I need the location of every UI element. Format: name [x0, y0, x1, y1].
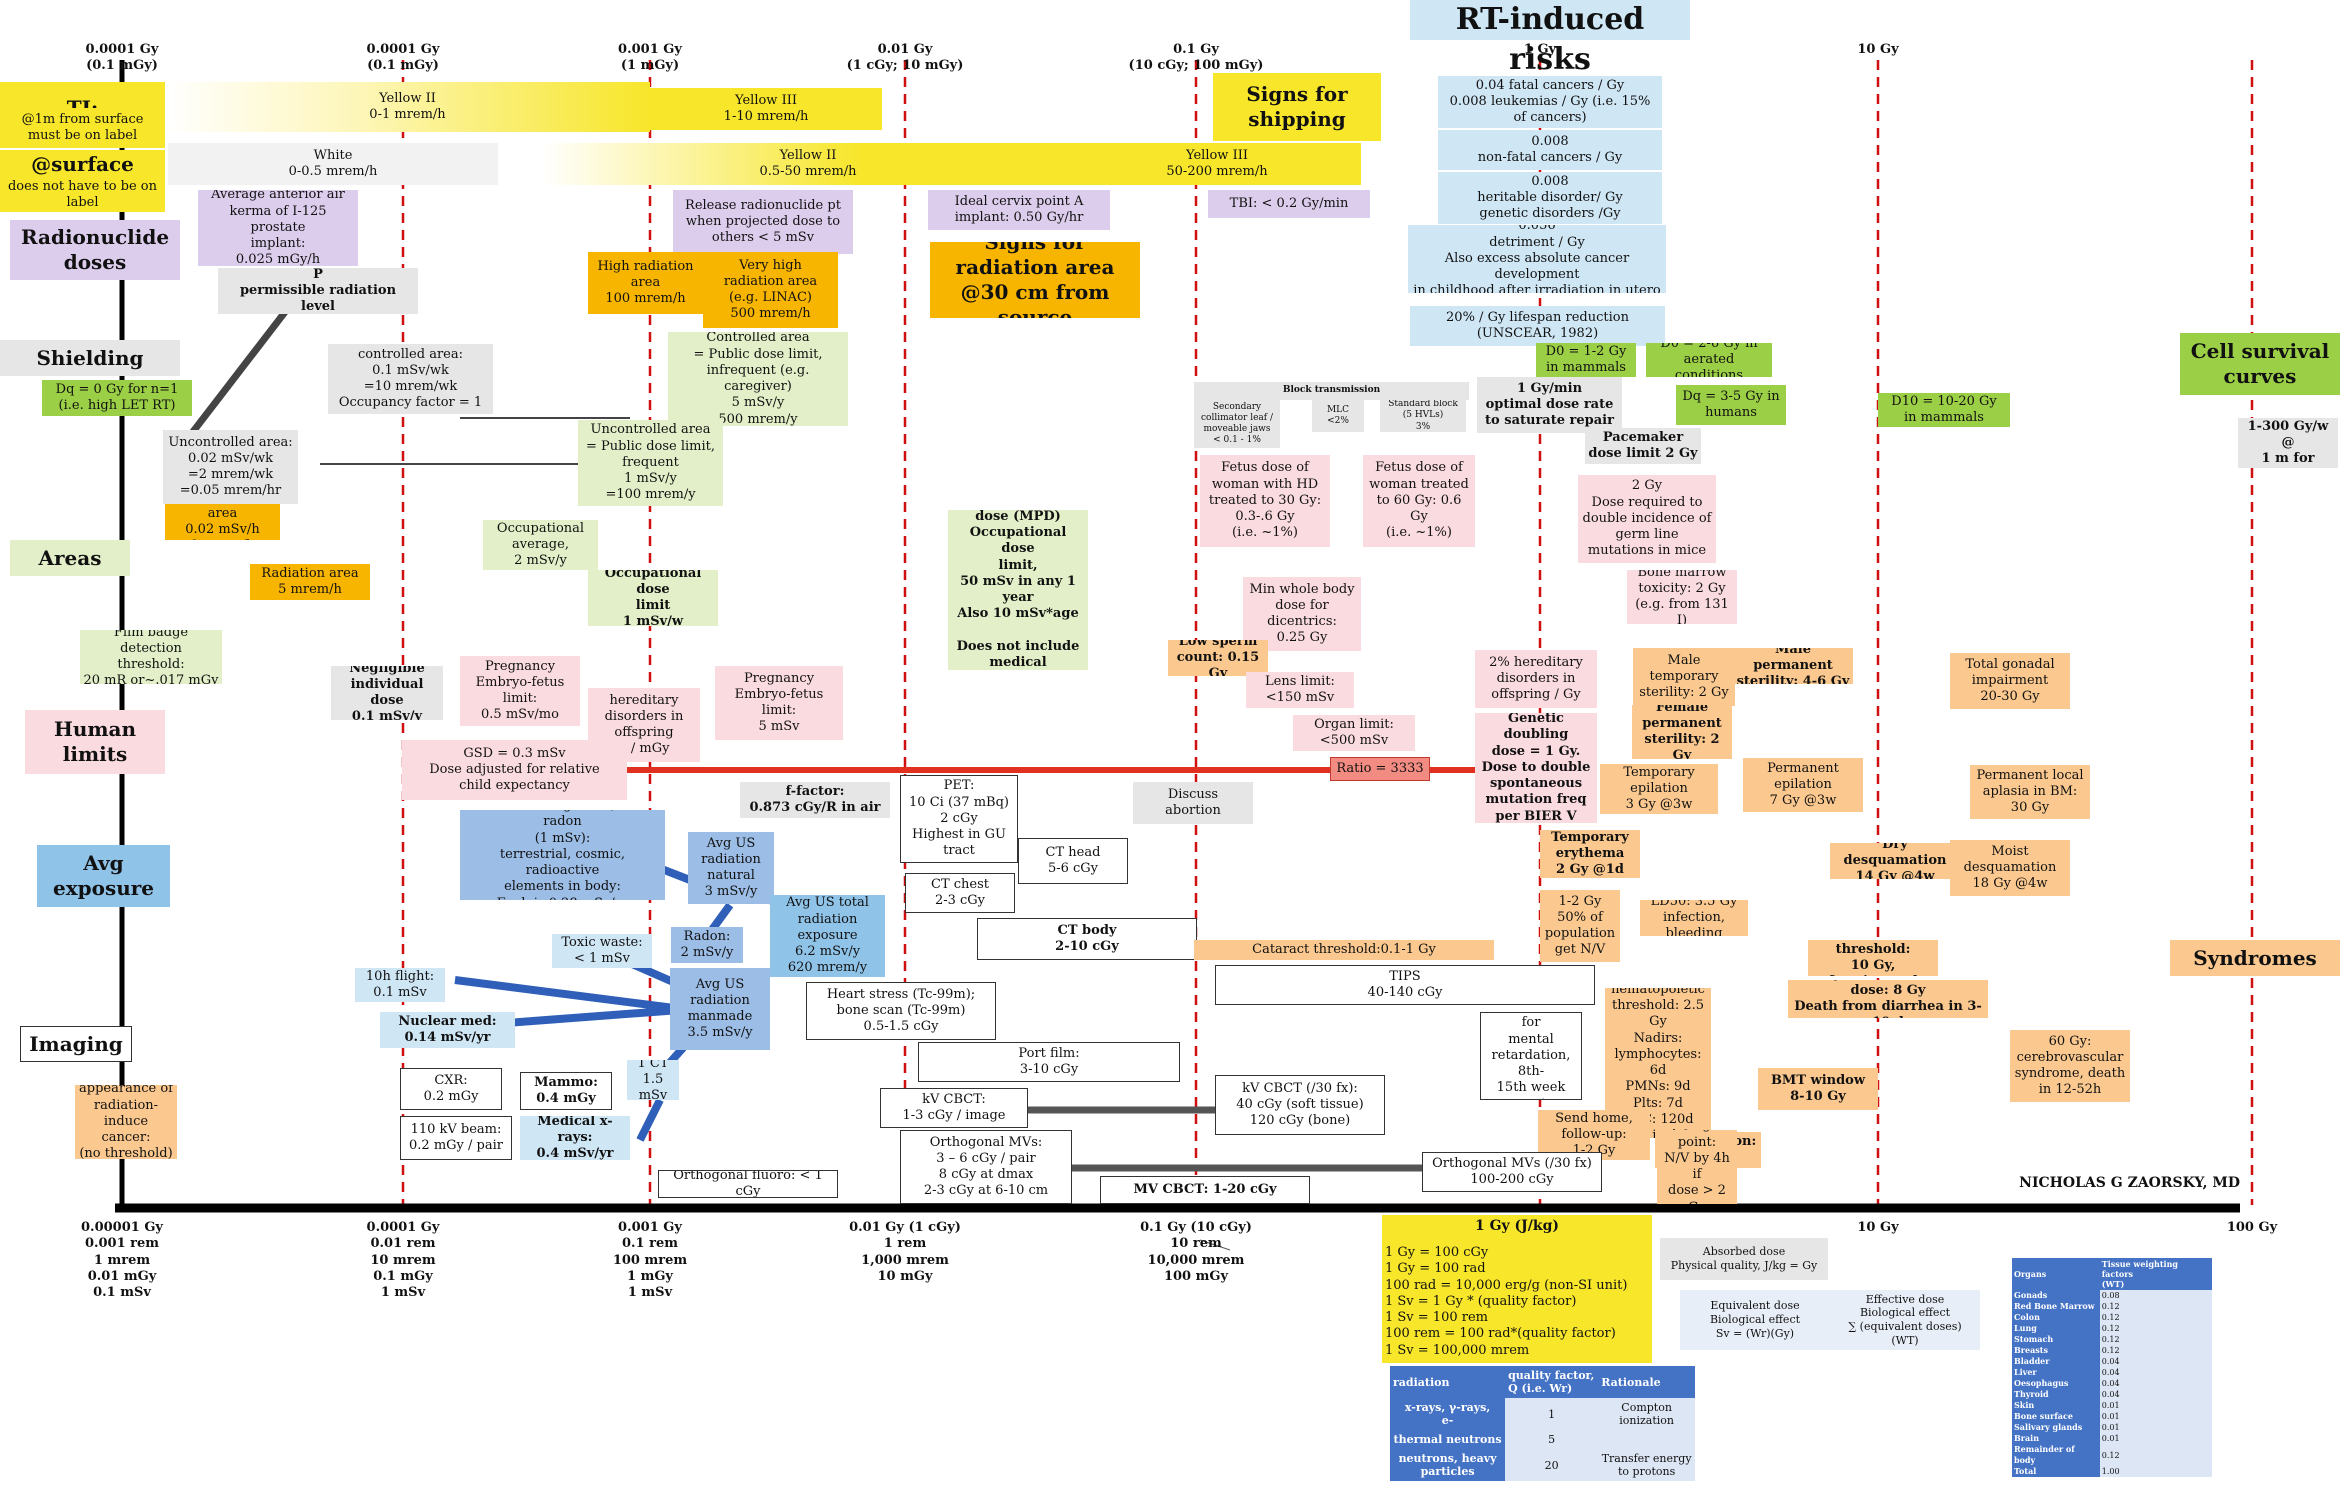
connector-line: [647, 1037, 693, 1088]
connector-line: [598, 946, 682, 989]
connector-line: [179, 309, 288, 449]
connector-line: [454, 976, 691, 1014]
connector-line: [1199, 1239, 1231, 1251]
connector-line: [636, 1098, 664, 1142]
connector-line: [686, 902, 734, 963]
connector-line: [598, 841, 692, 884]
connector-line: [411, 1006, 681, 1034]
connector-line: [758, 891, 822, 929]
